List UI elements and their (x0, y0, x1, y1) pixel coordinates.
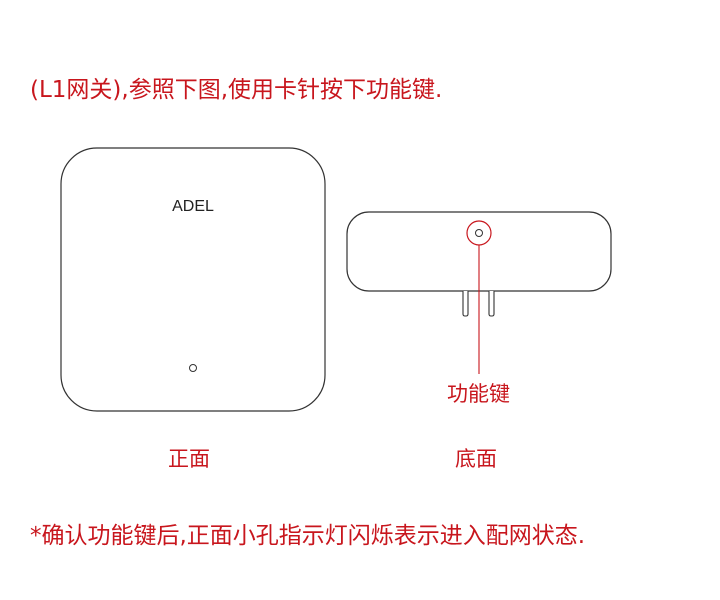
front-view: ADEL (60, 147, 326, 412)
bottom-view-caption: 底面 (455, 447, 497, 471)
brand-logo-text: ADEL (172, 198, 214, 215)
function-button-label: 功能键 (447, 382, 510, 406)
pin-right (488, 291, 495, 317)
instruction-text: (L1网关),参照下图,使用卡针按下功能键. (30, 77, 443, 103)
bottom-view (346, 211, 612, 374)
note-text: *确认功能键后,正面小孔指示灯闪烁表示进入配网状态. (30, 523, 586, 549)
front-device-body (60, 147, 326, 412)
front-view-caption: 正面 (168, 447, 210, 471)
pin-left (462, 291, 469, 317)
function-button-ring (466, 220, 492, 246)
function-button (475, 229, 483, 237)
indicator-hole (189, 364, 197, 372)
